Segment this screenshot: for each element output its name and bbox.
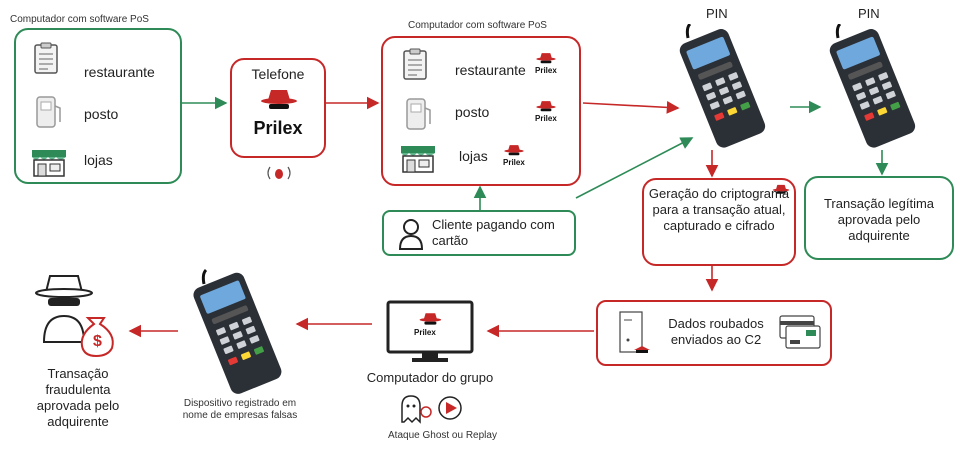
pos2-item-restaurante: restaurante — [455, 62, 526, 78]
search-icon — [420, 406, 432, 418]
pin-terminal-icon — [829, 24, 916, 148]
device-text: Dispositivo registrado em nome de empres… — [182, 398, 298, 421]
pos2-caption: Computador com software PoS — [408, 20, 547, 31]
pos1-item-posto: posto — [84, 106, 119, 122]
hacker-hat-icon — [504, 145, 524, 156]
arrow-client-to-pin1 — [575, 137, 694, 199]
credit-cards-icon — [779, 315, 821, 349]
group-pc-prilex-logo: Prilex — [414, 328, 436, 337]
pos1-item-restaurante: restaurante — [84, 64, 155, 80]
bug-signal-icon — [267, 166, 291, 180]
hacker-hat-icon — [772, 184, 790, 194]
ghost-replay-icons — [401, 395, 462, 424]
pos1-box: restaurante posto lojas — [14, 28, 182, 184]
hacker-hat-icon — [261, 90, 297, 109]
pin-terminal-icon — [679, 24, 766, 148]
pos2-prilex-logo-2: Prilex — [535, 114, 557, 123]
phone-title: Telefone — [251, 66, 305, 82]
attack-label: Ataque Ghost ou Replay — [388, 430, 497, 441]
legit-box: Transação legítima aprovada pelo adquire… — [804, 176, 954, 260]
store-icon — [401, 146, 435, 173]
ghost-icon — [401, 395, 421, 424]
crypto-box: Geração do criptograma para a transação … — [642, 178, 796, 266]
group-pc-label: Computador do grupo — [366, 370, 494, 385]
pos2-item-lojas: lojas — [459, 148, 488, 164]
phone-prilex-logo: Prilex — [253, 118, 303, 138]
pin2-label: PIN — [858, 6, 880, 21]
play-icon — [446, 402, 457, 414]
phone-box: Telefone Prilex — [230, 58, 326, 158]
arrow-pos2-to-pin1 — [582, 101, 680, 114]
store-icon — [32, 150, 66, 177]
pos2-prilex-logo-3: Prilex — [503, 158, 525, 167]
client-text: Cliente pagando com cartão — [432, 217, 555, 248]
monitor-icon — [386, 300, 474, 362]
crypto-text: Geração do criptograma para a transação … — [648, 186, 790, 233]
client-box: Cliente pagando com cartão — [382, 210, 576, 256]
fraud-text: Transação fraudulenta aprovada pelo adqu… — [36, 366, 120, 429]
fuel-pump-icon — [36, 96, 61, 128]
pin-terminal-icon — [193, 268, 282, 394]
fuel-pump-icon — [406, 98, 431, 130]
pos1-caption: Computador com software PoS — [10, 14, 149, 25]
stolen-box: Dados roubados enviados ao C2 — [596, 300, 832, 366]
hacker-hat-icon — [536, 53, 556, 64]
pos2-item-posto: posto — [455, 104, 490, 120]
pos1-item-lojas: lojas — [84, 152, 113, 168]
thief-money-bag-icon: $ — [35, 275, 114, 358]
hacker-hat-icon — [536, 101, 556, 112]
legit-text: Transação legítima aprovada pelo adquire… — [823, 196, 935, 243]
pos2-box: restaurante Prilex posto Prilex lojas Pr… — [381, 36, 581, 186]
pos2-prilex-logo-1: Prilex — [535, 66, 557, 75]
receipt-icon — [34, 42, 58, 74]
pin1-label: PIN — [706, 6, 728, 21]
svg-text:$: $ — [93, 333, 102, 350]
user-icon — [398, 219, 424, 250]
receipt-icon — [403, 48, 427, 80]
server-icon — [619, 311, 650, 353]
stolen-text: Dados roubados enviados ao C2 — [668, 316, 764, 347]
